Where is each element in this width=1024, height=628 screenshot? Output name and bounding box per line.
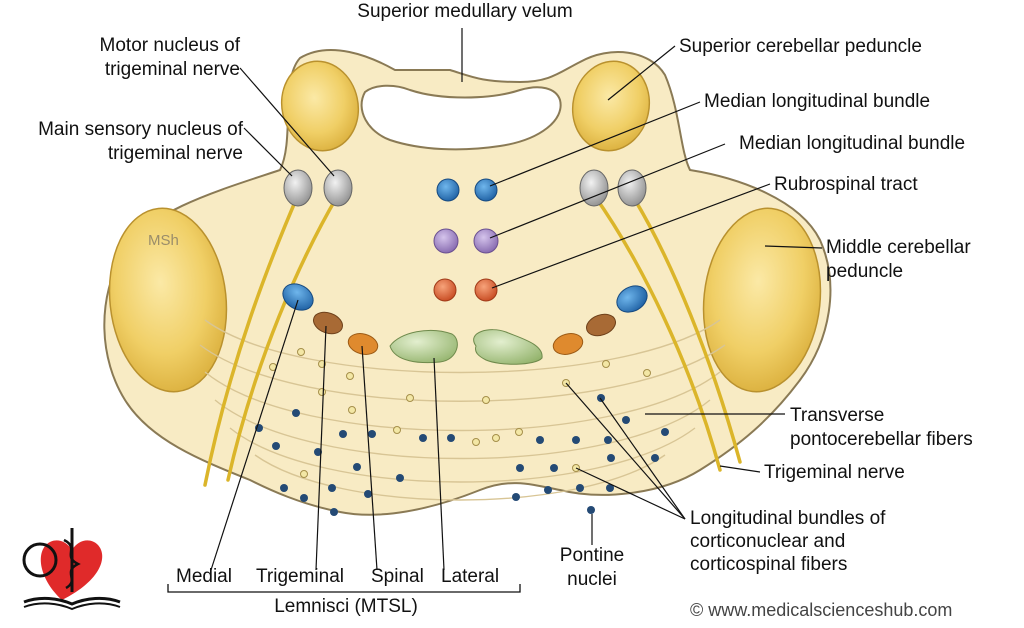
label-pontine-line1: Pontine: [559, 545, 625, 566]
medial-lemniscus-left: [282, 283, 314, 311]
trigeminal-lemniscus-left: [312, 311, 344, 335]
median-longitudinal-bundle-2-left: [433, 228, 459, 254]
label-lemnisci-spinal: Spinal: [371, 566, 424, 587]
middle-cerebellar-peduncle-right: [702, 207, 822, 393]
superior-cerebellar-peduncle-left: [280, 60, 360, 152]
label-transverse-line2: pontocerebellar fibers: [790, 429, 973, 450]
label-superior-cerebellar-peduncle: Superior cerebellar peduncle: [679, 36, 922, 57]
label-lemnisci-group: Lemnisci (MTSL): [274, 596, 418, 617]
label-median-longitudinal-bundle-2: Median longitudinal bundle: [739, 133, 966, 154]
label-middle-cerebellar-line1: Middle cerebellar: [826, 237, 971, 258]
trigeminal-lemniscus-right: [585, 313, 617, 337]
fourth-ventricle: [360, 84, 562, 151]
rubrospinal-tract-left: [433, 278, 457, 302]
label-main-sensory-line2: trigeminal nerve: [107, 143, 243, 164]
label-longitudinal-line2: corticonuclear and: [690, 531, 846, 552]
label-middle-cerebellar-line2: peduncle: [826, 261, 904, 282]
lemnisci-bracket: [167, 584, 521, 593]
label-trigeminal-nerve: Trigeminal nerve: [764, 462, 905, 483]
label-transverse-line1: Transverse: [790, 405, 885, 426]
credit-text: © www.medicalscienceshub.com: [690, 600, 953, 620]
motor-nucleus-left: [323, 169, 353, 207]
lateral-lemniscus-right: [473, 329, 543, 365]
median-longitudinal-bundle-2-right: [473, 228, 499, 254]
medial-lemniscus-right: [616, 285, 648, 313]
label-lemnisci-trigeminal: Trigeminal: [256, 566, 344, 587]
spinal-lemniscus-left: [347, 333, 379, 355]
label-main-sensory-line1: Main sensory nucleus of: [38, 119, 243, 140]
leader-lines: [210, 28, 823, 571]
main-sensory-nucleus-left: [283, 169, 313, 207]
pontine-nuclei: [255, 394, 669, 516]
caduceus-heart-logo: [22, 528, 121, 611]
main-sensory-nucleus-right: [617, 169, 647, 207]
label-lemnisci-medial: Medial: [176, 566, 232, 587]
label-rubrospinal-tract: Rubrospinal tract: [774, 174, 918, 195]
label-msh: MSh: [148, 232, 179, 249]
transverse-fibers: [199, 319, 726, 501]
spinal-lemniscus-right: [552, 333, 584, 355]
label-motor-nucleus-line1: Motor nucleus of: [99, 35, 240, 56]
label-motor-nucleus-line2: trigeminal nerve: [104, 59, 240, 80]
superior-cerebellar-peduncle-right: [571, 60, 651, 152]
label-longitudinal-line1: Longitudinal bundles of: [690, 508, 886, 529]
median-longitudinal-bundle-left: [436, 178, 460, 202]
rubrospinal-tract-right: [474, 278, 498, 302]
label-pontine-line2: nuclei: [567, 569, 617, 590]
trigeminal-nerves: [203, 193, 742, 487]
label-superior-medullary-velum: Superior medullary velum: [357, 1, 573, 22]
lateral-lemniscus-left: [389, 329, 458, 364]
median-longitudinal-bundle-right: [474, 178, 498, 202]
pons-outline: [103, 49, 832, 516]
motor-nucleus-right: [579, 169, 609, 207]
middle-cerebellar-peduncle-left: [108, 207, 228, 393]
label-longitudinal-line3: corticospinal fibers: [690, 554, 848, 575]
label-lemnisci-lateral: Lateral: [441, 566, 500, 587]
label-median-longitudinal-bundle-1: Median longitudinal bundle: [704, 91, 931, 112]
corticospinal-dots: [269, 348, 651, 478]
